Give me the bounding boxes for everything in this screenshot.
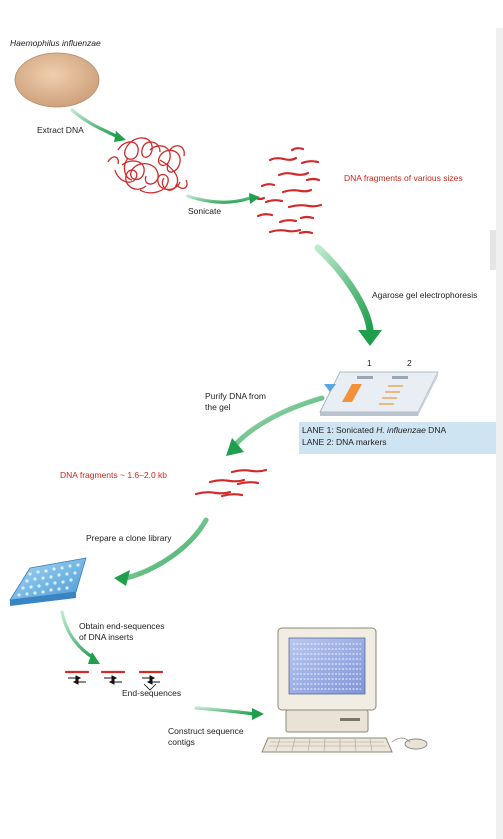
agarose-gel-icon [319,371,439,416]
right-edge-strip [496,28,503,839]
legend-lane1: LANE 1: Sonicated H. influenzae DNA [302,425,446,435]
lane-number-2: 2 [407,358,412,368]
dna-fragments-various-icon [254,147,323,235]
contigs-label-line2: contigs [168,737,195,747]
purify-label-line2: the gel [205,402,231,412]
arrow-extract [70,108,118,138]
end-sequences-icon [64,670,164,691]
extract-dna-label: Extract DNA [37,125,84,135]
process-arrows [60,108,374,716]
endseq-label-line1: Obtain end-sequences [79,621,165,631]
organism-label: Haemophilus influenzae [10,38,101,48]
arrow-endseq [60,610,96,660]
legend-lane1-suffix: DNA [425,425,447,435]
arrow-purify [231,395,325,449]
fragments-various-label: DNA fragments of various sizes [344,173,463,183]
legend-lane1-prefix: LANE 1: Sonicated [302,425,377,435]
arrow-electrophoresis [314,244,374,334]
bacterium-cell [14,52,100,108]
gel-legend: LANE 1: Sonicated H. influenzae DNA LANE… [299,422,497,454]
clone-library-label: Prepare a clone library [86,533,172,543]
sonicate-label: Sonicate [188,206,222,216]
electrophoresis-label: Agarose gel electrophoresis [372,290,478,300]
arrow-sonicate [186,194,252,204]
arrow-contigs [194,706,256,716]
legend-lane1-italic: H. influenzae [376,425,426,435]
endseq-label-line2: of DNA inserts [79,632,134,642]
arrow-heads [88,131,382,720]
purify-label-line1: Purify DNA from [205,391,266,401]
right-edge-scroll-thumb[interactable] [490,230,496,270]
clone-library-plate-icon [9,557,87,606]
tangled-dna-icon [107,137,188,194]
lane-number-1: 1 [367,358,372,368]
dna-fragments-sized-icon [194,468,268,498]
contigs-label-line1: Construct sequence [168,726,244,736]
arrow-clone [123,517,209,581]
legend-lane2: LANE 2: DNA markers [302,437,387,447]
computer-icon [261,627,428,753]
fragments-size-label: DNA fragments ~ 1.6–2.0 kb [60,470,168,480]
end-sequences-label: End-sequences [122,688,182,698]
